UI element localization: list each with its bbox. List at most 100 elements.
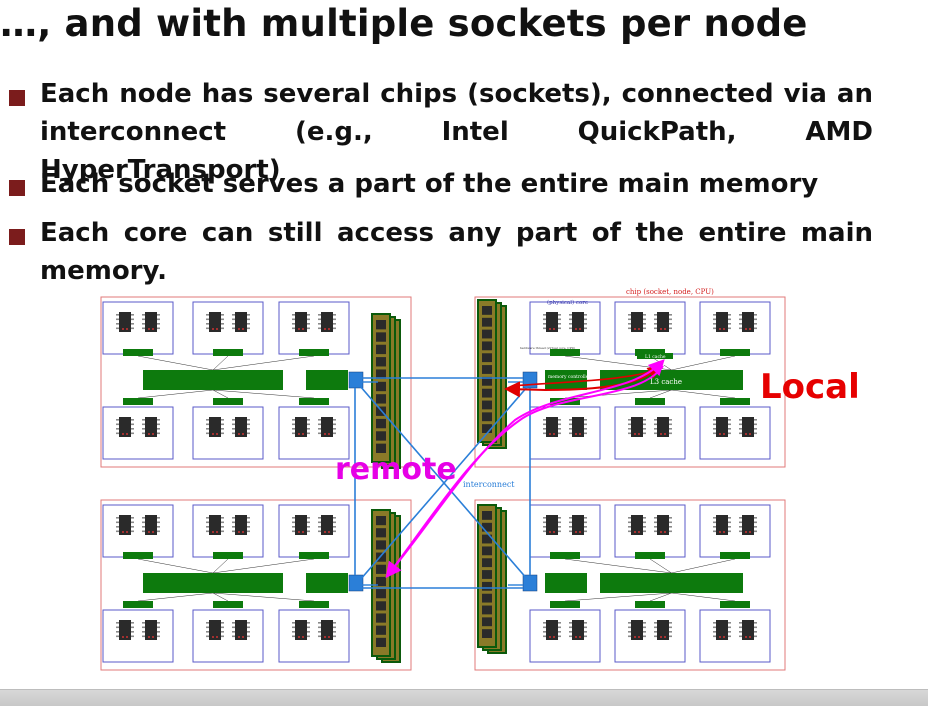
- cpu-chip-icon: [657, 515, 669, 535]
- chip-pin: [292, 428, 295, 430]
- cache-link: [137, 389, 214, 399]
- chip-pin: [247, 521, 250, 524]
- chip-dot: [549, 328, 551, 330]
- cache-link: [212, 592, 315, 602]
- chip-pin: [754, 314, 757, 316]
- memory-chip: [482, 581, 492, 591]
- chip-pin: [116, 323, 119, 325]
- chip-pin: [739, 631, 742, 633]
- chip-pin: [628, 419, 631, 421]
- chip-pin: [543, 530, 546, 533]
- chip-dot: [148, 433, 150, 435]
- chip-pin: [654, 432, 657, 435]
- chip-dot: [664, 433, 666, 435]
- chip-pin: [713, 428, 716, 430]
- physical-core-box: [699, 301, 771, 355]
- chip-pin: [643, 622, 646, 624]
- chip-pin: [206, 530, 209, 533]
- chip-pin: [318, 517, 321, 519]
- chip-pin: [584, 314, 587, 316]
- l2-cache-block: [720, 398, 750, 405]
- chip-pin: [142, 419, 145, 421]
- chip-pin: [543, 314, 546, 316]
- bullet-square-icon: [9, 180, 25, 196]
- memory-chip: [376, 576, 386, 587]
- chip-pin: [728, 432, 731, 435]
- chip-pin: [221, 635, 224, 638]
- chip-pin: [157, 432, 160, 435]
- cache-link: [671, 558, 736, 574]
- chip-pin: [754, 526, 757, 528]
- chip-pin: [318, 419, 321, 421]
- memory-chip: [482, 593, 492, 603]
- chip-dot: [660, 531, 662, 533]
- physical-core-box: [614, 301, 686, 355]
- physical-core-box: [529, 406, 601, 460]
- cache-link: [212, 389, 229, 399]
- chip-pin: [669, 428, 672, 430]
- chip-pin: [643, 631, 646, 633]
- chip-dot: [549, 433, 551, 435]
- chip-pin: [584, 635, 587, 638]
- chip-pin: [669, 526, 672, 528]
- chip-pin: [728, 314, 731, 316]
- socket-chip: [100, 296, 412, 468]
- chip-pin: [643, 530, 646, 533]
- chip-pin: [558, 314, 561, 316]
- physical-core-box: [102, 504, 174, 558]
- chip-dot: [579, 531, 581, 533]
- chip-pin: [333, 626, 336, 629]
- memory-chip: [482, 341, 492, 351]
- chip-pin: [307, 323, 310, 325]
- chip-dot: [238, 328, 240, 330]
- chip-dot: [212, 531, 214, 533]
- chip-dot: [148, 531, 150, 533]
- chip-pin: [292, 622, 295, 624]
- chip-pin: [247, 428, 250, 430]
- chip-dot: [126, 531, 128, 533]
- cpu-chip-icon: [119, 620, 131, 640]
- chip-pin: [333, 432, 336, 435]
- chip-pin: [131, 530, 134, 533]
- chip-pin: [247, 626, 250, 629]
- chip-dot: [328, 433, 330, 435]
- l2-cache-block: [720, 552, 750, 559]
- chip-pin: [333, 423, 336, 426]
- chip-dot: [298, 328, 300, 330]
- memory-chip: [482, 629, 492, 638]
- chip-pin: [247, 327, 250, 330]
- chip-dot: [298, 531, 300, 533]
- chip-pin: [569, 631, 572, 633]
- chip-pin: [157, 626, 160, 629]
- l2-cache-block: [123, 398, 153, 405]
- chip-pin: [116, 327, 119, 330]
- chip-dot: [242, 531, 244, 533]
- chip-pin: [206, 517, 209, 519]
- cpu-chip-icon: [321, 312, 333, 332]
- chip-pin: [157, 318, 160, 321]
- chip-pin: [728, 626, 731, 629]
- chip-pin: [569, 432, 572, 435]
- chip-pin: [131, 635, 134, 638]
- chip-dot: [664, 328, 666, 330]
- chip-pin: [739, 327, 742, 330]
- chip-pin: [713, 432, 716, 435]
- chip-pin: [628, 526, 631, 528]
- chip-pin: [643, 323, 646, 325]
- chip-pin: [116, 314, 119, 316]
- chip-pin: [754, 530, 757, 533]
- chip-pin: [754, 626, 757, 629]
- memory-chip: [376, 613, 386, 623]
- chip-pin: [584, 428, 587, 430]
- chip-pin: [247, 635, 250, 638]
- chip-pin: [116, 631, 119, 633]
- chip-dot: [749, 531, 751, 533]
- chip-pin: [247, 314, 250, 316]
- chip-pin: [292, 635, 295, 638]
- chip-dot: [638, 636, 640, 638]
- physical-core-box: [529, 609, 601, 663]
- chip-pin: [116, 432, 119, 435]
- chip-pin: [131, 626, 134, 629]
- chip-dot: [328, 328, 330, 330]
- chip-pin: [754, 631, 757, 633]
